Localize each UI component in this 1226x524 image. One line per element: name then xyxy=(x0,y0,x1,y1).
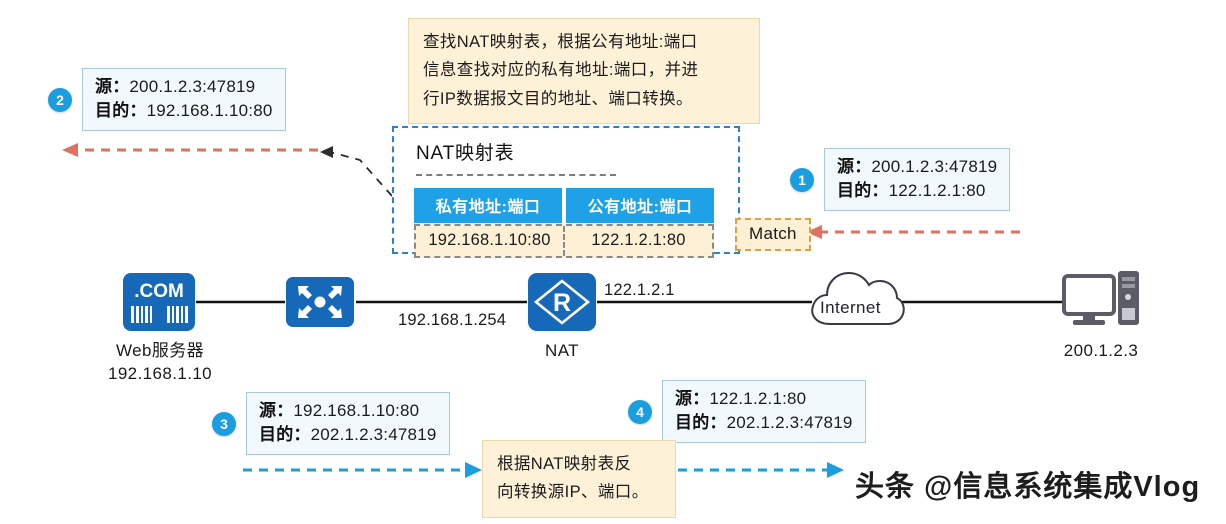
web-server-name: Web服务器 xyxy=(115,341,205,360)
nat-table-header-row: 私有地址:端口 公有地址:端口 xyxy=(414,188,714,223)
nat-router-name: NAT xyxy=(545,341,579,360)
packet-2-src-value: 200.1.2.3:47819 xyxy=(129,77,256,96)
nat-cell-public-0: 122.1.2.1:80 xyxy=(563,226,712,256)
nat-wan-interface-ip: 122.1.2.1 xyxy=(604,281,675,299)
packet-4-box: 源：122.1.2.1:80 目的：202.1.2.3:47819 xyxy=(662,380,866,444)
nat-mapping-panel: NAT映射表 私有地址:端口 公有地址:端口 192.168.1.10:80 1… xyxy=(392,126,740,258)
web-server-label-group: Web服务器 192.168.1.10 xyxy=(60,340,260,386)
packet-4-dst-line: 目的：202.1.2.3:47819 xyxy=(675,411,853,435)
cloud-icon xyxy=(811,271,905,325)
arrowhead-step3 xyxy=(465,462,482,478)
nat-col-public: 公有地址:端口 xyxy=(566,188,714,223)
packet-1-src-value: 200.1.2.3:47819 xyxy=(871,157,998,176)
device-client-pc xyxy=(1062,268,1140,332)
connector-nat-to-step2 xyxy=(329,151,393,197)
nat-cell-private-0: 192.168.1.10:80 xyxy=(428,231,551,249)
match-badge: Match xyxy=(735,218,811,251)
packet-3-box: 源：192.168.1.10:80 目的：202.1.2.3:47819 xyxy=(246,392,450,456)
packet-2-badge: 2 xyxy=(48,87,72,112)
packet-4-dst-value: 202.1.2.3:47819 xyxy=(726,413,853,433)
note-top-line-1: 查找NAT映射表，根据公有地址:端口 xyxy=(423,33,698,51)
nat-lan-interface-ip: 192.168.1.254 xyxy=(398,311,507,329)
switch-icon xyxy=(286,277,354,327)
nat-table-title: NAT映射表 xyxy=(416,143,515,164)
note-bottom-reverse: 根据NAT映射表反 向转换源IP、端口。 xyxy=(482,440,676,518)
note-top-line-2: 信息查找对应的私有地址:端口，并进 xyxy=(423,61,699,80)
packet-3-src-value: 192.168.1.10:80 xyxy=(293,401,420,420)
packet-2-src-line: 源：200.1.2.3:47819 xyxy=(95,75,273,99)
packet-2-group: 2 源：200.1.2.3:47819 目的：192.168.1.10:80 xyxy=(48,68,286,132)
note-bottom-line-1: 根据NAT映射表反 xyxy=(497,455,632,473)
internet-cloud-label: Internet xyxy=(820,298,881,317)
packet-1-group: 1 源：200.1.2.3:47819 目的：122.1.2.1:80 xyxy=(790,148,1011,212)
arrowhead-step2 xyxy=(62,143,78,157)
packet-2-box: 源：200.1.2.3:47819 目的：192.168.1.10:80 xyxy=(82,68,286,132)
packet-1-dst-line: 目的：122.1.2.1:80 xyxy=(837,179,997,203)
svg-text:R: R xyxy=(553,289,571,317)
nat-title-underline xyxy=(416,174,616,176)
router-icon: R xyxy=(528,273,596,331)
table-row: 192.168.1.10:80 122.1.2.1:80 xyxy=(414,224,714,258)
nat-mapping-table: 私有地址:端口 公有地址:端口 192.168.1.10:80 122.1.2.… xyxy=(414,188,714,258)
client-pc-ip: 200.1.2.3 xyxy=(1063,341,1139,360)
packet-2-src-label: 源： xyxy=(95,77,130,96)
packet-1-dst-value: 122.1.2.1:80 xyxy=(888,181,986,201)
arrowhead-step1 xyxy=(806,225,822,239)
packet-4-src-label: 源： xyxy=(675,389,710,408)
packet-4-group: 4 源：122.1.2.1:80 目的：202.1.2.3:47819 xyxy=(628,380,866,444)
packet-1-src-label: 源： xyxy=(837,157,872,176)
packet-1-box: 源：200.1.2.3:47819 目的：122.1.2.1:80 xyxy=(824,148,1011,212)
device-nat-router: R xyxy=(527,272,597,332)
device-web-server: .COM xyxy=(122,272,196,332)
packet-2-dst-line: 目的：192.168.1.10:80 xyxy=(95,99,273,123)
packet-1-src-line: 源：200.1.2.3:47819 xyxy=(837,155,997,179)
packet-4-dst-label: 目的： xyxy=(675,413,727,433)
desktop-computer-icon xyxy=(1062,271,1139,325)
packet-1-badge: 1 xyxy=(790,167,814,192)
packet-4-src-value: 122.1.2.1:80 xyxy=(709,389,807,408)
packet-1-dst-label: 目的： xyxy=(837,181,889,201)
note-top-line-3: 行IP数据报文目的地址、端口转换。 xyxy=(423,89,693,108)
packet-3-group: 3 源：192.168.1.10:80 目的：202.1.2.3:47819 xyxy=(212,392,450,456)
watermark: 头条 @信息系统集成Vlog xyxy=(855,471,1201,503)
web-server-ip: 192.168.1.10 xyxy=(107,363,213,383)
packet-2-dst-label: 目的： xyxy=(95,101,147,121)
arrowhead-step4 xyxy=(827,462,844,478)
packet-3-src-label: 源： xyxy=(259,401,294,420)
nat-col-private: 私有地址:端口 xyxy=(414,188,562,223)
packet-4-badge: 4 xyxy=(628,399,652,424)
packet-3-dst-value: 202.1.2.3:47819 xyxy=(310,425,437,445)
packet-4-src-line: 源：122.1.2.1:80 xyxy=(675,387,853,411)
arrowhead-connector-nat xyxy=(320,146,333,158)
packet-3-dst-line: 目的：202.1.2.3:47819 xyxy=(259,423,437,447)
packet-3-src-line: 源：192.168.1.10:80 xyxy=(259,399,437,423)
device-internet-cloud xyxy=(805,262,907,334)
packet-3-badge: 3 xyxy=(212,411,236,436)
note-top-lookup: 查找NAT映射表，根据公有地址:端口 信息查找对应的私有地址:端口，并进 行IP… xyxy=(408,18,760,125)
device-switch xyxy=(285,276,355,328)
packet-2-dst-value: 192.168.1.10:80 xyxy=(146,101,273,121)
note-bottom-line-2: 向转换源IP、端口。 xyxy=(497,483,649,502)
packet-3-dst-label: 目的： xyxy=(259,425,311,445)
svg-text:.COM: .COM xyxy=(134,281,184,302)
web-server-icon: .COM xyxy=(123,273,195,331)
